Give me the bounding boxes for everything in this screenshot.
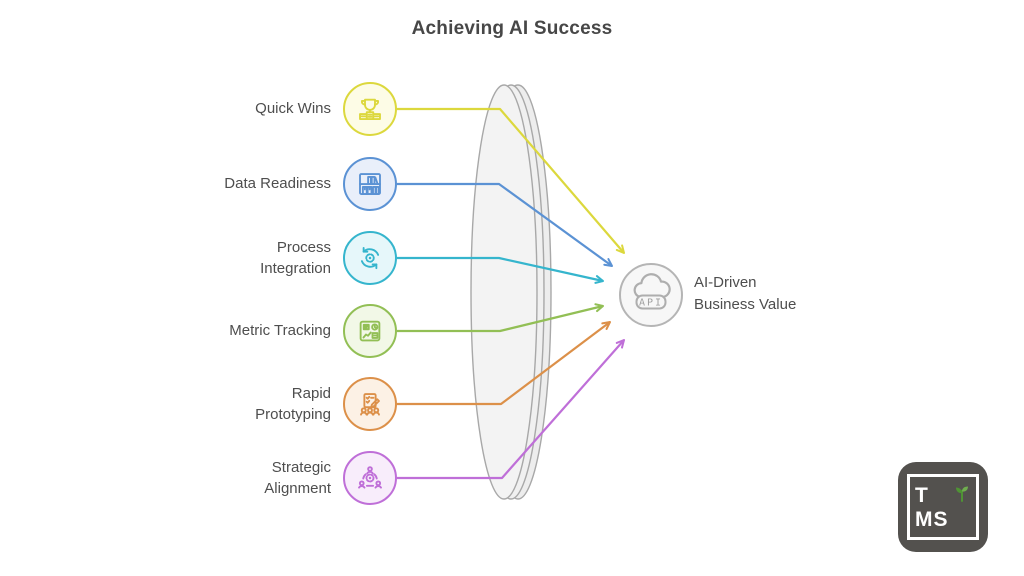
label-strategic-alignment: Strategic Alignment: [264, 459, 331, 497]
node-quick-wins: [343, 82, 397, 136]
dashboard-icon: [355, 316, 385, 346]
api-label: API: [639, 297, 663, 308]
label-rapid-prototyping: Rapid Prototyping: [255, 385, 331, 423]
connector-strategic-alignment: [397, 339, 625, 480]
label-process-integration: Process Integration: [260, 239, 331, 277]
label-data-readiness: Data Readiness: [224, 175, 331, 192]
node-ai-business-value: API: [619, 263, 683, 327]
label-ai-business-value: AI-Driven Business Value: [694, 274, 797, 313]
lens-shape: [470, 84, 552, 500]
node-process-integration: [343, 231, 397, 285]
trophy-icon: [355, 94, 385, 124]
tms-logo: T MS: [898, 462, 988, 552]
team-gear-icon: [355, 463, 385, 493]
node-rapid-prototyping: [343, 377, 397, 431]
connector-process-integration: [397, 256, 604, 284]
node-data-readiness: [343, 157, 397, 211]
tms-logo-frame: T MS: [907, 474, 979, 540]
label-quick-wins: Quick Wins: [255, 100, 331, 117]
node-strategic-alignment: [343, 451, 397, 505]
process-sync-icon: [355, 243, 385, 273]
page-title: Achieving AI Success: [411, 18, 613, 39]
tms-letters-ms: MS: [915, 507, 949, 531]
sprout-icon: [953, 483, 971, 508]
node-metric-tracking: [343, 304, 397, 358]
connector-rapid-prototyping: [397, 321, 611, 406]
prototype-icon: [355, 389, 385, 419]
tms-letter-t: T: [915, 483, 929, 507]
bookshelf-icon: [355, 169, 385, 199]
connector-metric-tracking: [397, 303, 604, 333]
connector-quick-wins: [397, 107, 625, 254]
label-metric-tracking: Metric Tracking: [229, 322, 331, 339]
cloud-api-icon: API: [627, 269, 675, 322]
connector-data-readiness: [397, 182, 613, 267]
